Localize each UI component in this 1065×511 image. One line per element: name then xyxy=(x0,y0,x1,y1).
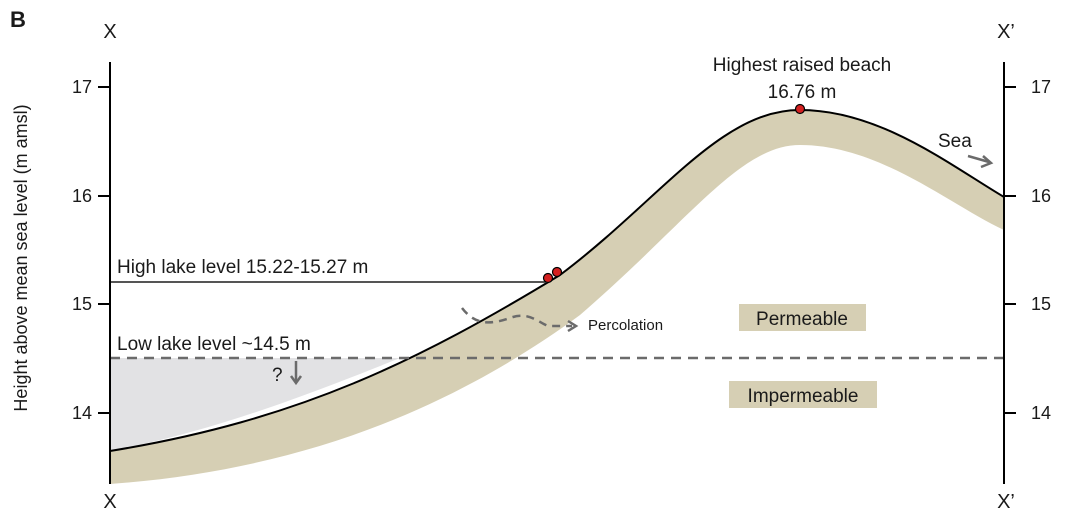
highest-beach-title: Highest raised beach xyxy=(713,55,892,76)
tick-label-14-left: 14 xyxy=(72,403,92,423)
left-ticks xyxy=(98,86,110,414)
permeable-label: Permeable xyxy=(756,309,848,330)
low-lake-label: Low lake level ~14.5 m xyxy=(117,334,311,355)
section-start-bottom: X xyxy=(103,491,116,511)
tick-label-15-left: 15 xyxy=(72,294,92,314)
tick-label-15-right: 15 xyxy=(1031,294,1051,314)
high-lake-marker-1 xyxy=(542,272,554,284)
section-end-bottom: X’ xyxy=(997,491,1015,511)
tick-label-17-left: 17 xyxy=(72,77,92,97)
question-mark: ? xyxy=(272,365,283,386)
impermeable-label: Impermeable xyxy=(748,386,859,407)
sea-arrowhead xyxy=(980,155,994,169)
sediment-band xyxy=(110,110,1004,484)
tick-label-16-left: 16 xyxy=(72,186,92,206)
sea-arrow-icon xyxy=(967,154,990,164)
y-axis-label: Height above mean sea level (m amsl) xyxy=(11,104,31,411)
tick-label-14-right: 14 xyxy=(1031,403,1051,423)
right-ticks xyxy=(1004,86,1016,414)
permeable-box xyxy=(739,304,866,331)
section-end-top: X’ xyxy=(997,21,1015,43)
percolation-label: Percolation xyxy=(588,317,663,334)
panel-label: B xyxy=(10,7,26,32)
section-start-top: X xyxy=(103,21,116,43)
high-lake-marker-2 xyxy=(551,266,563,278)
highest-beach-marker xyxy=(794,103,806,115)
sea-label: Sea xyxy=(938,131,972,152)
high-lake-label: High lake level 15.22-15.27 m xyxy=(117,257,368,278)
highest-beach-value: 16.76 m xyxy=(768,82,837,103)
percolation-arrowhead xyxy=(567,319,579,333)
lake-water-area xyxy=(110,358,400,451)
tick-label-17-right: 17 xyxy=(1031,77,1051,97)
percolation-path xyxy=(461,307,572,328)
down-arrowhead xyxy=(289,375,303,386)
tick-label-16-right: 16 xyxy=(1031,186,1051,206)
ground-surface-line xyxy=(109,108,1005,452)
impermeable-box xyxy=(729,381,877,408)
